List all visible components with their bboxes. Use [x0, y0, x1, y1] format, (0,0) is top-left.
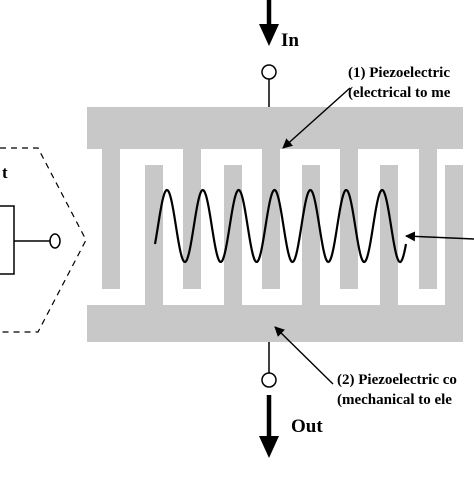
top-electrode-finger — [183, 149, 201, 289]
interdigital-electrodes — [87, 107, 463, 342]
input-transducer-title: (1) Piezoelectric — [348, 65, 450, 81]
bottom-bus-bar — [87, 305, 463, 342]
output-terminal-circle-icon — [261, 372, 277, 388]
top-electrode-finger — [102, 149, 120, 289]
left-component-label: t — [2, 163, 8, 182]
bottom-electrode-finger — [302, 165, 320, 305]
top-electrode-finger — [262, 149, 280, 289]
bottom-electrode-finger — [380, 165, 398, 305]
wave-callout-arrow — [405, 231, 474, 242]
output-transducer-title: (2) Piezoelectric co — [337, 372, 457, 388]
input-arrowhead-icon — [259, 24, 279, 46]
top-electrode-finger — [340, 149, 358, 289]
output-label: Out — [291, 416, 323, 437]
input-terminal-circle-icon — [261, 64, 277, 80]
bottom-electrode-finger — [445, 165, 463, 305]
output-transducer-subtitle: (mechanical to ele — [337, 392, 452, 408]
input-label: In — [281, 30, 299, 51]
bottom-electrode-finger — [145, 165, 163, 305]
top-electrode-finger — [419, 149, 437, 289]
left-component-outline — [0, 147, 87, 333]
bottom-electrode-finger — [224, 165, 242, 305]
output-arrowhead-icon — [259, 436, 279, 458]
acoustic-wave — [153, 188, 408, 264]
top-bus-bar — [87, 107, 463, 149]
left-terminal-circle-icon — [49, 233, 61, 249]
input-transducer-subtitle: (electrical to me — [348, 85, 451, 101]
input-callout-arrow — [282, 87, 351, 149]
output-callout-arrow — [274, 326, 334, 385]
left-component-box — [0, 205, 15, 275]
